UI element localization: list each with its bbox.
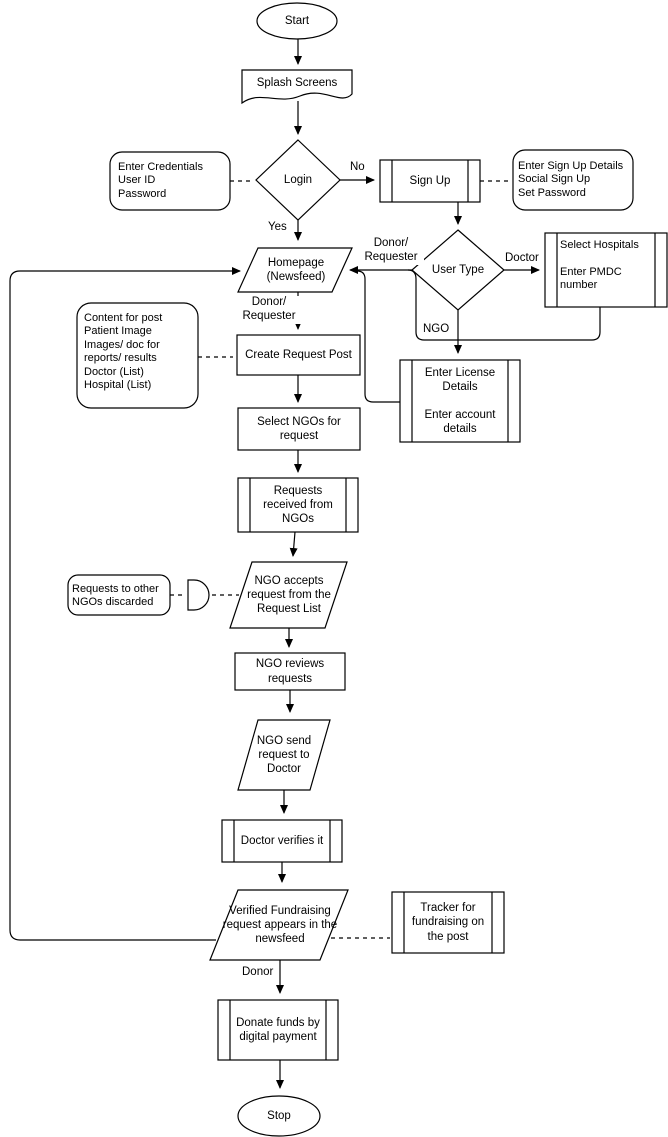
- edge-label-donor-requester-top: Donor/ Requester: [358, 237, 424, 265]
- credentials-note: Enter Credentials User ID Password: [118, 160, 203, 200]
- tracker-node: Tracker for fundraising on the post: [411, 902, 485, 943]
- ngo-reviews-node: NGO reviews requests: [255, 658, 325, 685]
- edge-label-donor: Donor: [240, 966, 276, 980]
- edge-requests-ngoaccepts: [289, 531, 298, 557]
- edge-label-yes: Yes: [266, 221, 289, 235]
- signup-shape: [379, 159, 481, 203]
- verified-post-shape: [209, 889, 349, 961]
- splash-node: Splash Screens: [256, 76, 338, 89]
- ngo-send-node: NGO send request to Doctor: [256, 734, 312, 775]
- homepage-shape: [237, 247, 353, 293]
- select-ngos-node: Select NGOs for request: [257, 415, 341, 442]
- hospitals-shape: [544, 232, 668, 308]
- verified-post-node: Verified Fundraising request appears in …: [222, 904, 338, 945]
- edge-label-donor-requester-mid: Donor/ Requester: [236, 296, 302, 324]
- create-post-node: Create Request Post: [245, 348, 352, 361]
- stop-shape: [237, 1095, 321, 1137]
- doctor-verifies-node: Doctor verifies it: [240, 834, 324, 847]
- requests-received-shape: [237, 477, 359, 533]
- license-shape: [399, 359, 521, 443]
- signup-note: Enter Sign Up Details Social Sign Up Set…: [518, 159, 624, 199]
- start-shape: [256, 2, 338, 40]
- edge-label-doctor: Doctor: [503, 252, 541, 266]
- ngo-send-shape: [237, 719, 331, 791]
- hospitals-node: Select Hospitals Enter PMDC number: [560, 239, 639, 292]
- splash-document-shape: [241, 69, 353, 105]
- requests-received-node: Requests received from NGOs: [263, 484, 333, 525]
- stop-node: Stop: [267, 1109, 291, 1122]
- post-note-shape: [76, 302, 199, 409]
- select-ngos-shape: [237, 407, 361, 451]
- signup-node: Sign Up: [409, 174, 451, 187]
- donate-node: Donate funds by digital payment: [236, 1016, 320, 1043]
- discard-note-shape: [67, 574, 171, 616]
- signup-note-shape: [512, 149, 634, 211]
- ngo-accepts-node: NGO accepts request from the Request Lis…: [247, 574, 331, 615]
- start-node: Start: [284, 14, 310, 27]
- edge-label-ngo: NGO: [421, 323, 452, 337]
- ngo-accepts-shape: [229, 561, 348, 629]
- usertype-node: User Type: [431, 263, 485, 276]
- login-decision-shape: [255, 139, 341, 221]
- homepage-node: Homepage (Newsfeed): [266, 256, 326, 283]
- edge-license-return-homepage: [356, 270, 400, 403]
- usertype-decision-shape: [411, 229, 505, 311]
- delay-shape: [187, 579, 210, 611]
- login-node: Login: [283, 173, 313, 186]
- license-node: Enter License Details Enter account deta…: [424, 366, 496, 436]
- edge-label-no: No: [348, 161, 367, 175]
- edge-verified-loop-homepage: [9, 267, 241, 941]
- discard-note: Requests to other NGOs discarded: [72, 582, 159, 608]
- ngo-reviews-shape: [234, 652, 346, 691]
- donate-shape: [217, 999, 339, 1061]
- doctor-verifies-shape: [221, 819, 343, 863]
- post-note: Content for post Patient Image Images/ d…: [84, 312, 163, 392]
- create-post-shape: [236, 334, 361, 376]
- tracker-shape: [391, 891, 505, 954]
- credentials-note-shape: [109, 151, 231, 211]
